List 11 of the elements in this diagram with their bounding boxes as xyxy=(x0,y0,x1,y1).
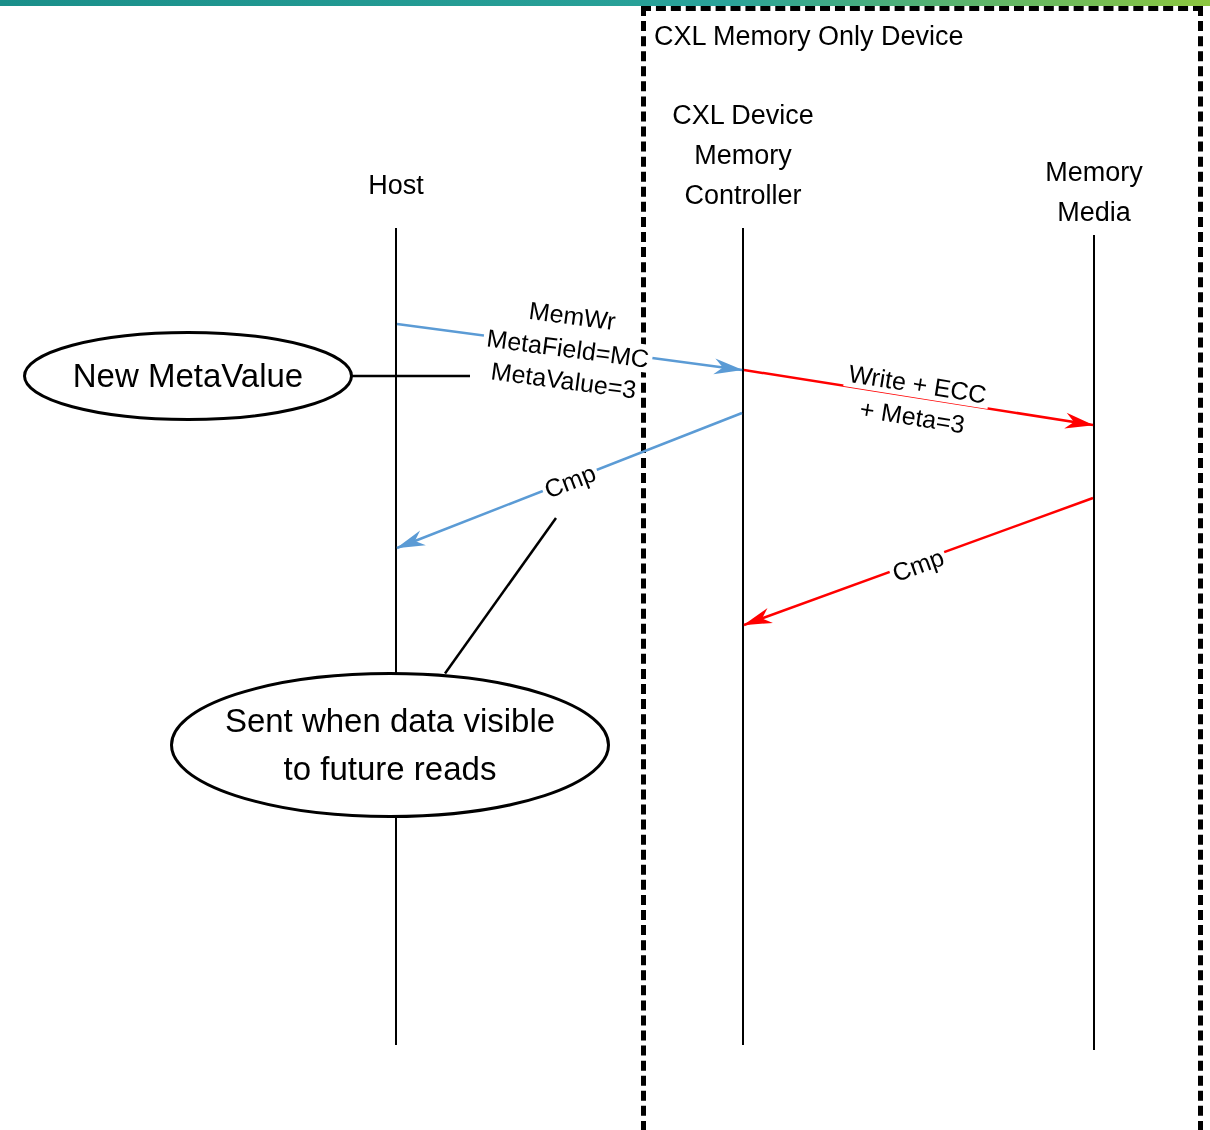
note-text: Sent when data visible to future reads xyxy=(223,701,557,789)
note-ellipse xyxy=(23,331,353,421)
participant-label: CXL Device Memory Controller xyxy=(671,99,815,212)
participant-label: Host xyxy=(367,169,425,202)
leader-line xyxy=(444,517,557,675)
group-title: CXL Memory Only Device xyxy=(654,21,964,52)
note-ellipse xyxy=(170,672,610,818)
note-text: New MetaValue xyxy=(71,356,305,397)
participant-label: Memory Media xyxy=(1044,156,1144,229)
message-arrow xyxy=(743,368,1094,429)
leader-line xyxy=(352,374,470,378)
